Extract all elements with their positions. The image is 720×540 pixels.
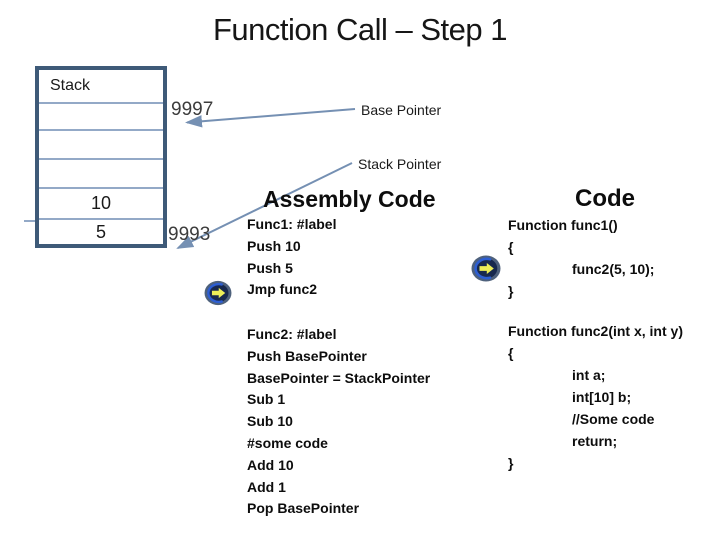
- stack-address-9993: 9993: [168, 224, 211, 245]
- stack-header-cell: Stack: [50, 77, 91, 94]
- code-line: {: [508, 239, 514, 255]
- code-line: }: [508, 455, 514, 471]
- asm-line: BasePointer = StackPointer: [247, 369, 431, 386]
- stack-cell: [39, 129, 163, 158]
- stack-cell: [39, 158, 163, 187]
- code-heading: Code: [575, 185, 635, 212]
- assembly-block-func2: Func2: #label Push BasePointer BasePoint…: [247, 324, 430, 520]
- code-line: }: [508, 283, 514, 299]
- asm-line: Func2: #label: [247, 326, 337, 342]
- slide-title: Function Call – Step 1: [212, 12, 508, 47]
- asm-line: Sub 1: [247, 391, 286, 408]
- asm-line: Pop BasePointer: [247, 500, 360, 517]
- code-line: int[10] b;: [572, 389, 632, 405]
- code-line: {: [508, 345, 514, 361]
- asm-line: Push 5: [247, 259, 293, 276]
- code-block-func1: Function func1() { func2(5, 10); }: [508, 214, 654, 302]
- asm-line: Push 10: [247, 237, 301, 254]
- base-pointer-label: Base Pointer: [361, 102, 442, 118]
- stack-cell: 5: [39, 218, 163, 244]
- stack-pointer-label: Stack Pointer: [358, 156, 442, 172]
- asm-line: Add 1: [247, 478, 286, 495]
- code-line: //Some code: [572, 411, 655, 427]
- code-line: Function func1(): [508, 217, 618, 233]
- next-arrow-icon: [471, 255, 501, 282]
- code-line: return;: [572, 433, 618, 449]
- asm-line: #some code: [247, 434, 328, 451]
- asm-line: Add 10: [247, 456, 294, 473]
- code-line: Function func2(int x, int y): [508, 323, 683, 339]
- code-block-func2: Function func2(int x, int y) { int a; in…: [508, 320, 683, 474]
- assembly-block-func1: Func1: #label Push 10 Push 5 Jmp func2: [247, 214, 336, 301]
- stack-address-9997: 9997: [171, 99, 214, 120]
- stack-cell: 10: [39, 187, 163, 218]
- asm-line: Jmp func2: [247, 281, 318, 298]
- stack-diagram: Stack 10 5: [35, 66, 167, 248]
- code-line: int a;: [572, 367, 606, 383]
- asm-line: Push BasePointer: [247, 347, 367, 364]
- asm-line: Func1: #label: [247, 216, 337, 232]
- stack-cell: [39, 102, 163, 129]
- code-line: func2(5, 10);: [572, 261, 655, 277]
- asm-line: Sub 10: [247, 413, 293, 430]
- assembly-code-heading: Assembly Code: [263, 186, 436, 212]
- next-arrow-icon: [204, 280, 232, 306]
